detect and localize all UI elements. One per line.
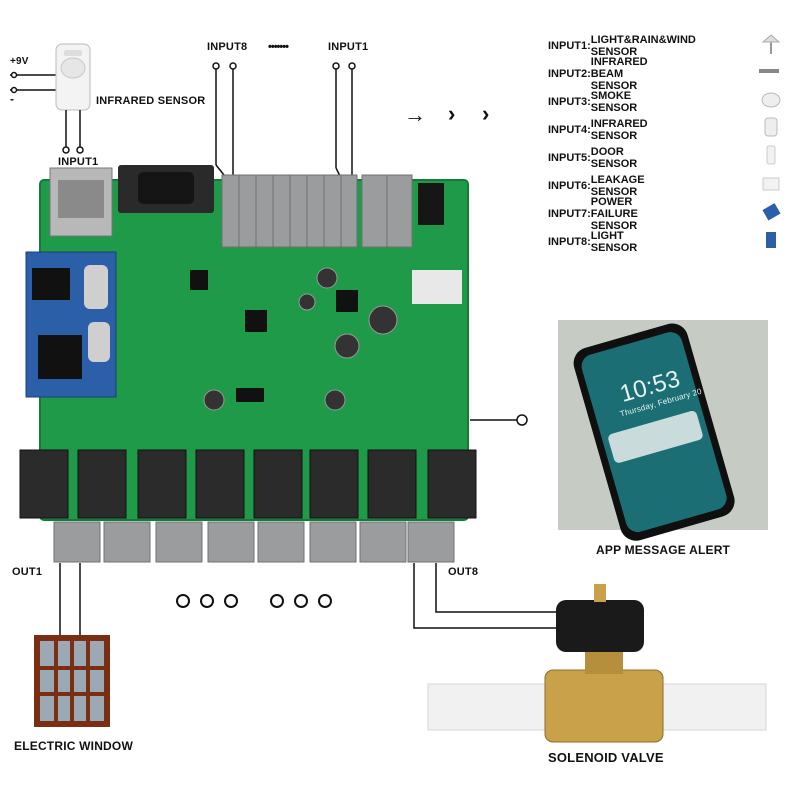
electric-window-label: ELECTRIC WINDOW (14, 739, 133, 753)
ellipsis-dot (270, 594, 284, 608)
input8-label: INPUT8 (207, 41, 248, 53)
legend-value: INFRARED SENSOR (590, 118, 648, 142)
legend-row-input3: INPUT3: SMOKE SENSOR (548, 90, 646, 114)
smoke-detector-icon (761, 92, 781, 108)
legend-key: INPUT6: (548, 180, 591, 192)
legend-row-input8: INPUT8: LIGHT SENSOR (548, 230, 646, 254)
electric-window-icon (34, 635, 110, 727)
legend-value: SMOKE SENSOR (590, 90, 638, 114)
input-ellipsis: ••••••• (268, 41, 289, 53)
ellipsis-dot (318, 594, 332, 608)
legend-row-input1: INPUT1: LIGHT&RAIN&WIND SENSOR (548, 34, 705, 58)
legend-value: INFRARED BEAM SENSOR (590, 56, 648, 92)
chevron-right-icon: › (482, 101, 490, 126)
out8-label: OUT8 (448, 566, 479, 578)
legend-value: LEAKAGE SENSOR (590, 174, 645, 198)
light-sensor-icon (766, 232, 776, 248)
power-minus-label: - (10, 92, 15, 106)
legend-row-input4: INPUT4: INFRARED SENSOR (548, 118, 657, 142)
ellipsis-dot (176, 594, 190, 608)
legend-row-input2: INPUT2: INFRARED BEAM SENSOR (548, 56, 657, 92)
legend-key: INPUT5: (548, 152, 591, 164)
legend-key: INPUT4: (548, 124, 591, 136)
solenoid-valve-label: SOLENOID VALVE (548, 750, 664, 765)
ellipsis-dot (224, 594, 238, 608)
legend-value: LIGHT&RAIN&WIND SENSOR (590, 34, 696, 58)
app-alert-label: APP MESSAGE ALERT (596, 543, 731, 557)
chevron-right-icon: › (448, 101, 456, 126)
legend-row-input7: INPUT7: POWER FAILURE SENSOR (548, 196, 647, 232)
legend-key: INPUT2: (548, 68, 591, 80)
legend-key: INPUT7: (548, 208, 591, 220)
out1-label: OUT1 (12, 566, 43, 578)
legend-row-input6: INPUT6: LEAKAGE SENSOR (548, 174, 654, 198)
infrared-sensor-label: INFRARED SENSOR (96, 95, 206, 107)
door-sensor-icon (766, 145, 776, 165)
beam-sensor-icon (759, 69, 779, 73)
legend-key: INPUT3: (548, 96, 591, 108)
weather-station-icon (761, 34, 781, 54)
power-failure-sensor-icon (762, 203, 781, 221)
legend-row-input5: INPUT5: DOOR SENSOR (548, 146, 646, 170)
sensor-input-label: INPUT1 (58, 156, 99, 168)
solenoid-valve-icon (427, 584, 767, 743)
power-plus-label: +9V (10, 56, 29, 67)
legend-key: INPUT1: (548, 40, 591, 52)
legend-value: DOOR SENSOR (590, 146, 638, 170)
arrow-right-icon: → (404, 102, 426, 127)
input1-label: INPUT1 (328, 41, 369, 53)
infrared-sensor-icon (55, 43, 91, 111)
leak-sensor-icon (762, 177, 780, 191)
smartphone-icon (558, 320, 768, 541)
legend-value: LIGHT SENSOR (590, 230, 638, 254)
legend-value: POWER FAILURE SENSOR (590, 196, 638, 232)
ellipsis-dot (294, 594, 308, 608)
pir-sensor-icon (764, 117, 778, 137)
legend-key: INPUT8: (548, 236, 591, 248)
ellipsis-dot (200, 594, 214, 608)
